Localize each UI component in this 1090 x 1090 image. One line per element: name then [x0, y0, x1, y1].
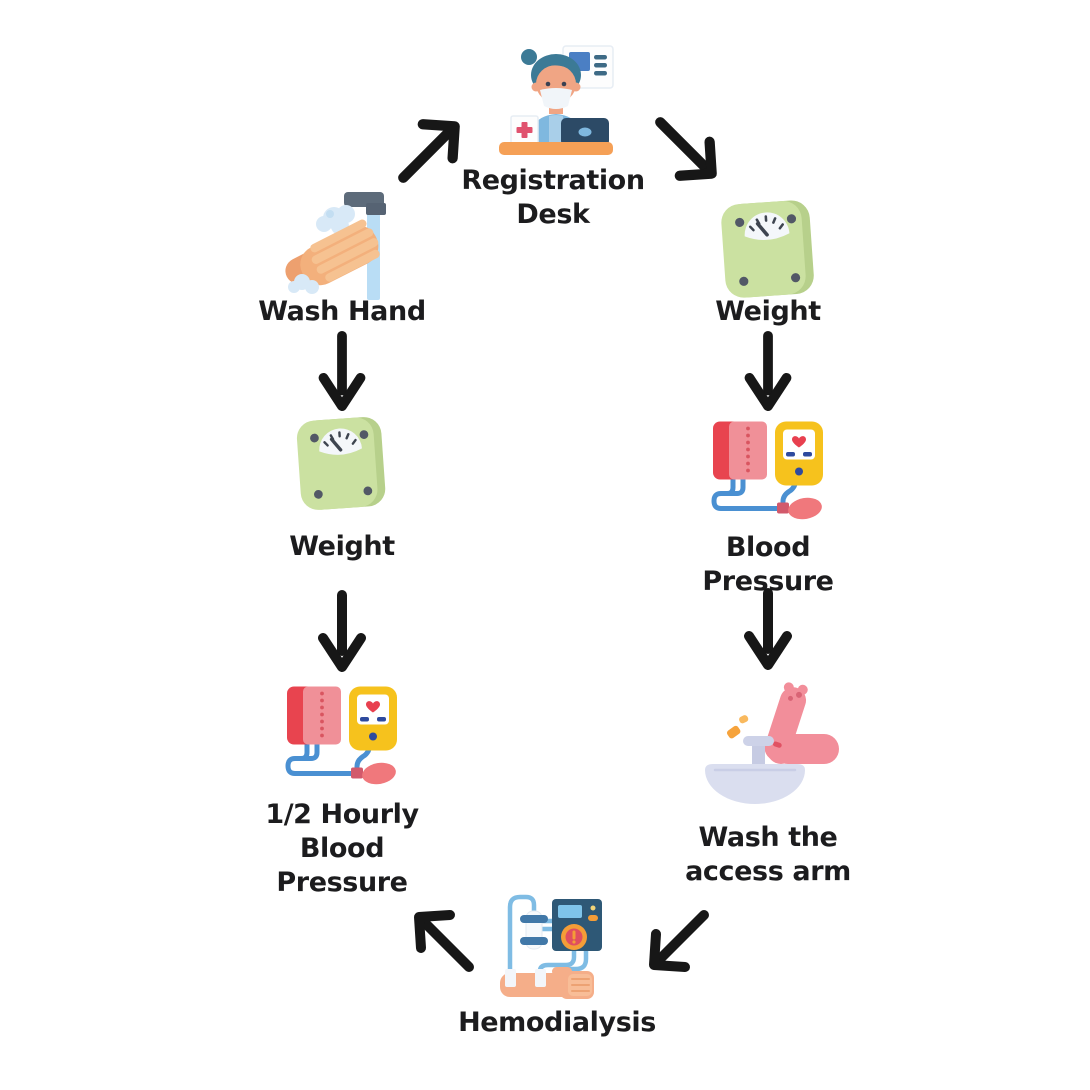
flow-node-hemodialysis [482, 885, 632, 1003]
flow-node-registration-desk [493, 40, 619, 166]
label-line: Wash the [698, 822, 838, 853]
arrow-down-left-icon [642, 905, 714, 981]
arrow-up-left-icon [407, 905, 479, 981]
flow-node-weight-left [288, 409, 395, 516]
arrow-down-icon [744, 330, 792, 416]
label-line: Hemodialysis [458, 1007, 656, 1038]
node-label: Wash the access arm [648, 821, 888, 889]
flow-node-half-hourly-blood-pressure [277, 677, 407, 795]
weighing-scale-icon [288, 409, 395, 516]
blood-pressure-monitor-icon [703, 412, 833, 530]
arrow-down-icon [318, 330, 366, 416]
flow-node-wash-access-arm [697, 680, 845, 808]
washing-hands-icon [282, 190, 417, 302]
weighing-scale-icon [712, 192, 824, 304]
node-label: Weight [648, 295, 888, 329]
arrow-up-right-icon [393, 114, 467, 192]
flow-node-weight-right [712, 192, 824, 304]
flow-node-wash-hand [282, 190, 417, 302]
receptionist-desk-icon [493, 40, 619, 166]
flow-node-blood-pressure [703, 412, 833, 530]
node-label: Blood Pressure [648, 531, 888, 599]
label-line: Pressure [276, 867, 408, 898]
label-line: Wash Hand [258, 296, 426, 327]
label-line: access arm [685, 856, 851, 887]
sink-arm-wash-icon [697, 680, 845, 808]
label-line: 1/2 Hourly [265, 799, 419, 830]
node-label: Wash Hand [222, 295, 462, 329]
node-label: 1/2 Hourly Blood Pressure [222, 798, 462, 900]
dialysis-machine-icon [482, 885, 632, 1003]
arrow-down-icon [318, 589, 366, 677]
label-line: Blood [725, 532, 811, 563]
blood-pressure-monitor-icon [277, 677, 407, 795]
node-label: Registration Desk [423, 164, 683, 232]
label-line: Weight [715, 296, 821, 327]
arrow-down-right-icon [650, 112, 724, 190]
node-label: Hemodialysis [407, 1006, 707, 1040]
node-label: Weight [222, 530, 462, 564]
label-line: Blood [299, 833, 385, 864]
label-line: Desk [516, 199, 590, 230]
label-line: Weight [289, 531, 395, 562]
label-line: Registration [461, 165, 645, 196]
arrow-down-icon [744, 587, 792, 675]
